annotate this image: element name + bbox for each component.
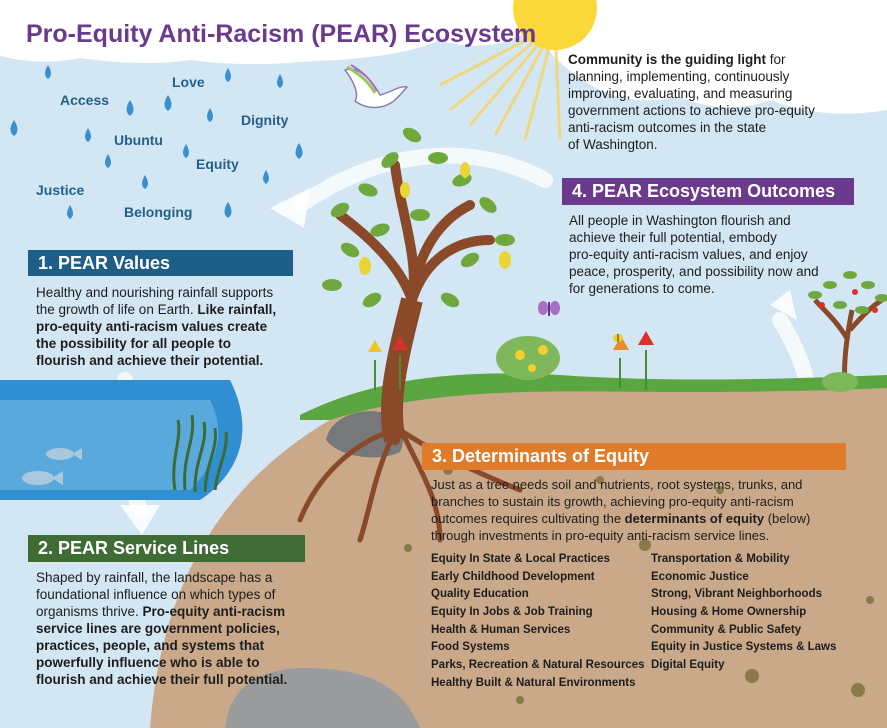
determinant-item: Quality Education xyxy=(431,588,529,601)
determinant-item: Economic Justice xyxy=(651,570,749,583)
service-line: organisms thrive. xyxy=(36,604,139,619)
outcomes-line: for generations to come. xyxy=(569,281,715,296)
determinants-bold: determinants of equity xyxy=(624,511,765,526)
outcomes-text: All people in Washington flourish and ac… xyxy=(569,212,869,297)
values-header-bar xyxy=(28,250,293,276)
rain-word-ubuntu: Ubuntu xyxy=(114,132,163,148)
dove-icon xyxy=(343,64,409,109)
water-light xyxy=(0,400,219,490)
values-bold-line: pro-equity anti-racism values create xyxy=(36,319,268,334)
values-bold: Like rainfall, xyxy=(193,302,277,317)
community-line: planning, implementing, continuously xyxy=(568,69,790,84)
determinants-header: 3. Determinants of Equity xyxy=(432,446,650,466)
community-line1-tail: for xyxy=(766,52,786,67)
determinant-item: Parks, Recreation & Natural Resources xyxy=(431,659,645,672)
determinants-tail: (below) xyxy=(764,511,811,526)
determinant-item: Transportation & Mobility xyxy=(651,553,790,565)
determinant-item: Equity In Jobs & Job Training xyxy=(431,606,593,619)
outcomes-header-bar xyxy=(562,178,854,205)
determinants-text: Just as a tree needs soil and nutrients,… xyxy=(431,476,851,544)
sun-icon xyxy=(439,0,597,141)
determinant-item: Strong, Vibrant Neighborhoods xyxy=(651,588,823,601)
determinant-item: Digital Equity xyxy=(651,659,725,672)
community-line: of Washington. xyxy=(568,137,658,152)
service-bold-line: flourish and achieve their full potentia… xyxy=(36,672,288,687)
rain-word-equity: Equity xyxy=(196,156,239,172)
bee-icon xyxy=(613,334,623,342)
determinants-line: Just as a tree needs soil and nutrients,… xyxy=(431,477,803,492)
outcomes-line: pro-equity anti-racism values, and enjoy xyxy=(569,247,808,262)
values-bold-line: the possibility for all people to xyxy=(36,336,232,351)
determinants-line: branches to sustain its growth, achievin… xyxy=(431,494,794,509)
flower-icon xyxy=(368,331,654,390)
cloud-top xyxy=(0,0,887,114)
outcomes-header: 4. PEAR Ecosystem Outcomes xyxy=(572,181,836,201)
rain-word-love: Love xyxy=(172,74,205,90)
fish-icon xyxy=(22,448,82,485)
page-title: Pro-Equity Anti-Racism (PEAR) Ecosystem xyxy=(26,20,537,48)
determinant-item: Food Systems xyxy=(431,641,510,654)
determinants-line: outcomes requires cultivating the xyxy=(431,511,622,526)
outcomes-line: peace, prosperity, and possibility now a… xyxy=(569,264,819,279)
small-tree-icon xyxy=(808,271,887,392)
determinants-line: through investments in pro-equity anti-r… xyxy=(431,528,770,543)
determinant-item: Health & Human Services xyxy=(431,623,571,636)
service-lines-header: 2. PEAR Service Lines xyxy=(38,538,230,558)
values-bold-line: flourish and achieve their potential. xyxy=(36,353,264,368)
determinant-item: Healthy Built & Natural Environments xyxy=(431,676,636,689)
determinants-list-right: Transportation & Mobility Economic Justi… xyxy=(651,551,836,675)
outcomes-line: All people in Washington flourish and xyxy=(569,213,791,228)
community-text: Community is the guiding light for plann… xyxy=(568,51,868,153)
values-line: the growth of life on Earth. xyxy=(36,302,194,317)
values-header: 1. PEAR Values xyxy=(38,253,171,273)
determinant-item: Early Childhood Development xyxy=(431,570,595,583)
determinant-item: Equity In State & Local Practices xyxy=(431,553,610,565)
determinant-item: Housing & Home Ownership xyxy=(651,606,807,619)
service-bold-line: service lines are government policies, xyxy=(36,621,280,636)
outcomes-line: achieve their full potential, embody xyxy=(569,230,777,245)
values-line: Healthy and nourishing rainfall supports xyxy=(36,285,274,300)
values-text: Healthy and nourishing rainfall supports… xyxy=(36,284,336,369)
determinants-header-bar xyxy=(422,443,846,470)
raindrop-icon xyxy=(10,65,303,219)
seaweed xyxy=(172,414,228,493)
soil xyxy=(150,388,887,728)
butterfly-icon xyxy=(538,301,560,316)
service-line: Shaped by rainfall, the landscape has a xyxy=(36,570,273,585)
service-bold-line: powerfully influence who is able to xyxy=(36,655,260,670)
determinant-item: Community & Public Safety xyxy=(651,623,802,636)
rock-bottom xyxy=(225,668,420,728)
community-line: government actions to achieve pro-equity xyxy=(568,103,815,118)
rain-word-justice: Justice xyxy=(36,182,85,198)
determinant-item: Equity in Justice Systems & Laws xyxy=(651,641,837,654)
rain-word-access: Access xyxy=(60,92,110,108)
service-bold-line: practices, people, and systems that xyxy=(36,638,265,653)
rain-word-belonging: Belonging xyxy=(124,204,193,220)
rain-word-dignity: Dignity xyxy=(241,112,289,128)
community-bold: Community is the guiding light xyxy=(568,52,766,67)
community-line: anti-racism outcomes in the state xyxy=(568,120,767,135)
community-line: improving, evaluating, and measuring xyxy=(568,86,793,101)
service-lines-text: Shaped by rainfall, the landscape has a … xyxy=(36,569,336,688)
service-bold: Pro-equity anti-racism xyxy=(138,604,286,619)
service-line: foundational influence on which types of xyxy=(36,587,276,602)
service-header-bar xyxy=(28,535,305,562)
determinants-list-left: Equity In State & Local Practices Early … xyxy=(431,551,644,693)
